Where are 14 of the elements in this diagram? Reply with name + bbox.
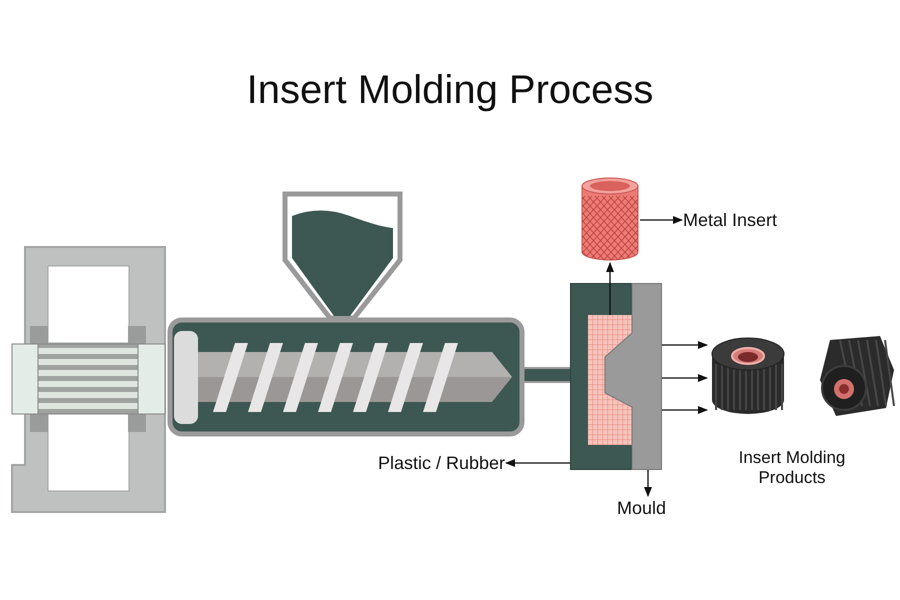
part-label: Metal Insert [683,209,778,231]
part-label: Plastic / Rubber [378,452,506,474]
leader-line [606,262,614,315]
leader-line [640,216,683,224]
caption-text: Insert Molding Products [738,448,846,488]
part-label: Mould [617,497,666,519]
mould-plate [604,283,662,470]
leader-line [662,341,708,349]
metal-insert-picture [580,176,640,262]
leader-line [662,406,708,414]
leader-line [505,459,570,467]
title: Insert Molding Process [246,68,654,112]
leader-line [662,374,708,382]
leader-line [644,470,652,497]
